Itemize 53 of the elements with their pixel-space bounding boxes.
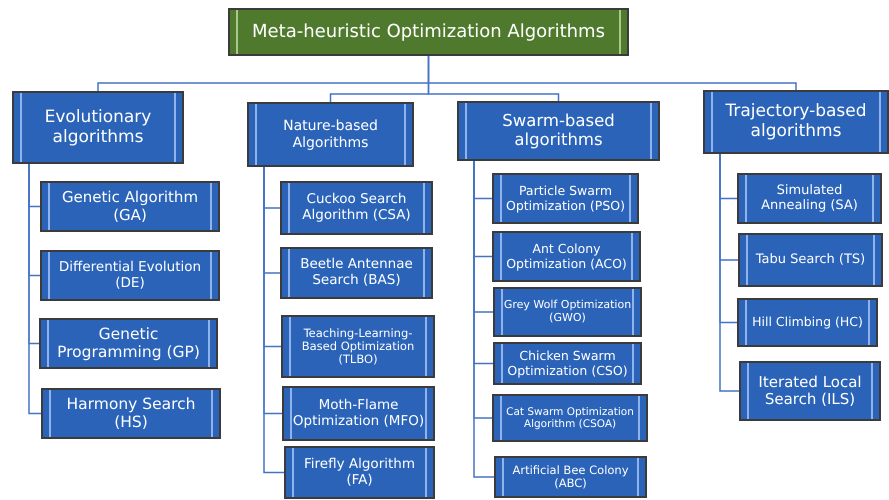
connector-line xyxy=(719,154,739,392)
node-label: Differential Evolution (DE) xyxy=(58,260,202,292)
node-label: Genetic Programming (GP) xyxy=(56,326,201,362)
node-label: Swarm-based algorithms xyxy=(501,112,616,150)
process-box xyxy=(492,231,641,282)
process-box xyxy=(41,388,221,439)
node-label: Particle Swarm Optimization (PSO) xyxy=(504,184,626,213)
process-box xyxy=(703,90,889,154)
process-box xyxy=(492,394,648,442)
node-label: Teaching-Learning-Based Optimization (TLBO) xyxy=(300,326,416,366)
node-label: Chicken Swarm Optimization (CSO) xyxy=(506,349,629,378)
connector-line xyxy=(263,167,284,474)
process-box xyxy=(737,173,882,224)
node-label: Trajectory-based algorithms xyxy=(724,102,868,142)
node-label: Firefly Algorithm (FA) xyxy=(303,456,416,488)
process-box xyxy=(40,250,220,301)
process-box xyxy=(280,247,433,299)
node-label: Iterated Local Search (ILS) xyxy=(757,374,863,408)
node-label: Hill Climbing (HC) xyxy=(752,315,863,330)
node-label: Harmony Search (HS) xyxy=(65,396,196,432)
process-box xyxy=(492,173,639,224)
process-box xyxy=(40,181,220,232)
process-box xyxy=(280,181,433,235)
node-label: Nature-based Algorithms xyxy=(282,118,379,151)
process-box xyxy=(739,361,881,421)
node-label: Ant Colony Optimization (ACO) xyxy=(505,242,628,271)
node-label: Grey Wolf Optimization (GWO) xyxy=(503,299,632,325)
process-box xyxy=(493,287,642,337)
process-box xyxy=(247,102,414,167)
node-label: Genetic Algorithm (GA) xyxy=(60,189,200,224)
process-box xyxy=(738,233,883,287)
connector-line xyxy=(428,56,797,90)
node-label: Cat Swarm Optimization Algorithm (CSOA) xyxy=(505,406,635,430)
node-label: Artificial Bee Colony (ABC) xyxy=(511,464,630,490)
node-label: Tabu Search (TS) xyxy=(756,252,866,268)
process-box xyxy=(39,318,218,369)
process-box xyxy=(282,386,435,441)
connector-line xyxy=(28,164,41,414)
process-box xyxy=(493,342,642,385)
node-label: Meta-heuristic Optimization Algorithms xyxy=(252,22,605,42)
node-label: Cuckoo Search Algorithm (CSA) xyxy=(301,192,412,224)
process-box xyxy=(12,91,184,164)
process-box xyxy=(281,315,435,378)
process-box xyxy=(457,101,660,161)
process-box xyxy=(737,298,878,347)
process-box xyxy=(494,456,647,498)
process-box xyxy=(284,446,435,499)
connector-line xyxy=(473,161,494,478)
node-label: Beetle Antennae Search (BAS) xyxy=(299,257,414,289)
node-label: Evolutionary algorithms xyxy=(44,108,152,148)
node-label: Moth-Flame Optimization (MFO) xyxy=(292,398,425,430)
root-box xyxy=(228,8,629,56)
node-label: Simulated Annealing (SA) xyxy=(760,184,859,214)
